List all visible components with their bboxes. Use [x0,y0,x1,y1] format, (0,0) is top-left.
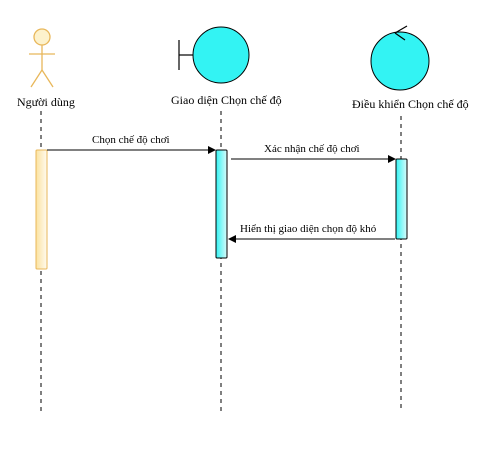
actor-activation-bar [35,149,48,270]
actor-icon [29,28,55,88]
control-icon [370,25,430,91]
message-1-label: Chọn chế độ chơi [92,134,170,146]
boundary-label: Giao diện Chọn chế độ [171,93,282,107]
boundary-icon [178,26,250,84]
control-activation-bar [395,158,408,240]
boundary-activation-bar [215,149,228,259]
message-2-label: Xác nhận chế độ chơi [264,143,360,155]
message-3-label: Hiển thị giao diện chọn độ khó [240,223,377,235]
control-label: Điều khiển Chọn chế độ [352,97,469,111]
actor-label: Người dùng [17,95,75,109]
